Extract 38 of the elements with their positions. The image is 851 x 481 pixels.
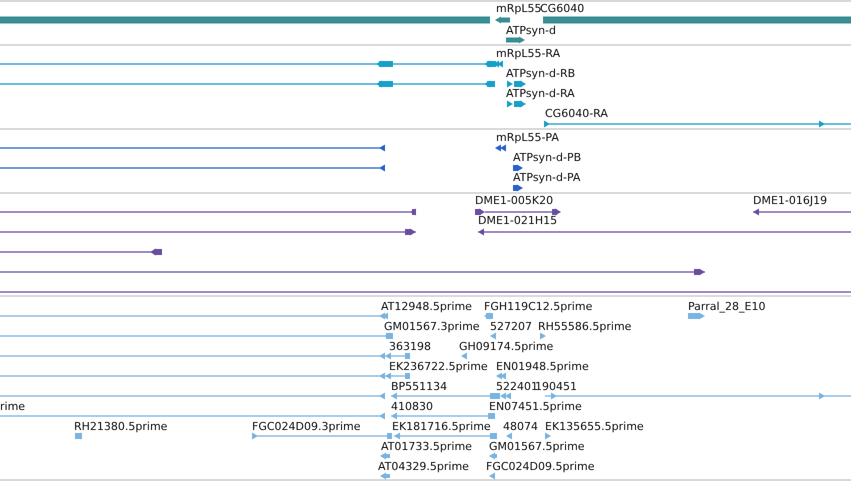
feature-label: ATPsyn-d: [506, 24, 556, 37]
feature-label: EK135655.5prime: [545, 420, 644, 433]
feature-label: EK236722.5prime: [389, 360, 488, 373]
feature-label: AT12948.5prime: [381, 300, 472, 313]
feature-label: FGH119C12.5prime: [484, 300, 592, 313]
feature-label: ATPsyn-d-RB: [506, 67, 576, 80]
feature-label: 410830: [391, 400, 433, 413]
feature-label: AT04329.5prime: [378, 460, 469, 473]
feature-label: CG6040-RA: [545, 107, 608, 120]
feature-label: GH09174.5prime: [459, 340, 554, 353]
feature-label: CG6040: [540, 2, 584, 15]
feature-label: 48074: [503, 420, 538, 433]
feature-label: DME1-016J19: [753, 194, 828, 207]
feature-label: ATPsyn-d-PB: [513, 151, 582, 164]
feature-label: FGC024D09.5prime: [486, 460, 595, 473]
feature-label: EK181716.5prime: [392, 420, 491, 433]
feature-label: DME1-021H15: [478, 214, 558, 227]
feature-label: RH55586.5prime: [538, 320, 632, 333]
feature-label: 190451: [535, 380, 577, 393]
feature-label: Parral_28_E10: [688, 300, 766, 313]
feature-label: mRpL55-RA: [496, 47, 560, 60]
feature-label: ATPsyn-d-PA: [513, 171, 580, 184]
feature-label: 527207: [490, 320, 532, 333]
feature-label: rime: [0, 400, 26, 413]
feature-label: EN07451.5prime: [489, 400, 582, 413]
feature-label: BP551134: [391, 380, 448, 393]
feature-label: RH21380.5prime: [74, 420, 168, 433]
feature-label: GM01567.3prime: [384, 320, 480, 333]
feature-label: mRpL55-PA: [496, 131, 559, 144]
feature-label: GM01567.5prime: [489, 440, 585, 453]
feature-label: AT01733.5prime: [381, 440, 472, 453]
feature-label: EN01948.5prime: [496, 360, 589, 373]
feature-label: DME1-005K20: [475, 194, 554, 207]
feature-label: ATPsyn-d-RA: [506, 87, 575, 100]
feature-label: mRpL55: [496, 2, 542, 15]
feature-label: 522401: [496, 380, 538, 393]
feature-label: 363198: [389, 340, 431, 353]
feature-label: FGC024D09.3prime: [252, 420, 361, 433]
